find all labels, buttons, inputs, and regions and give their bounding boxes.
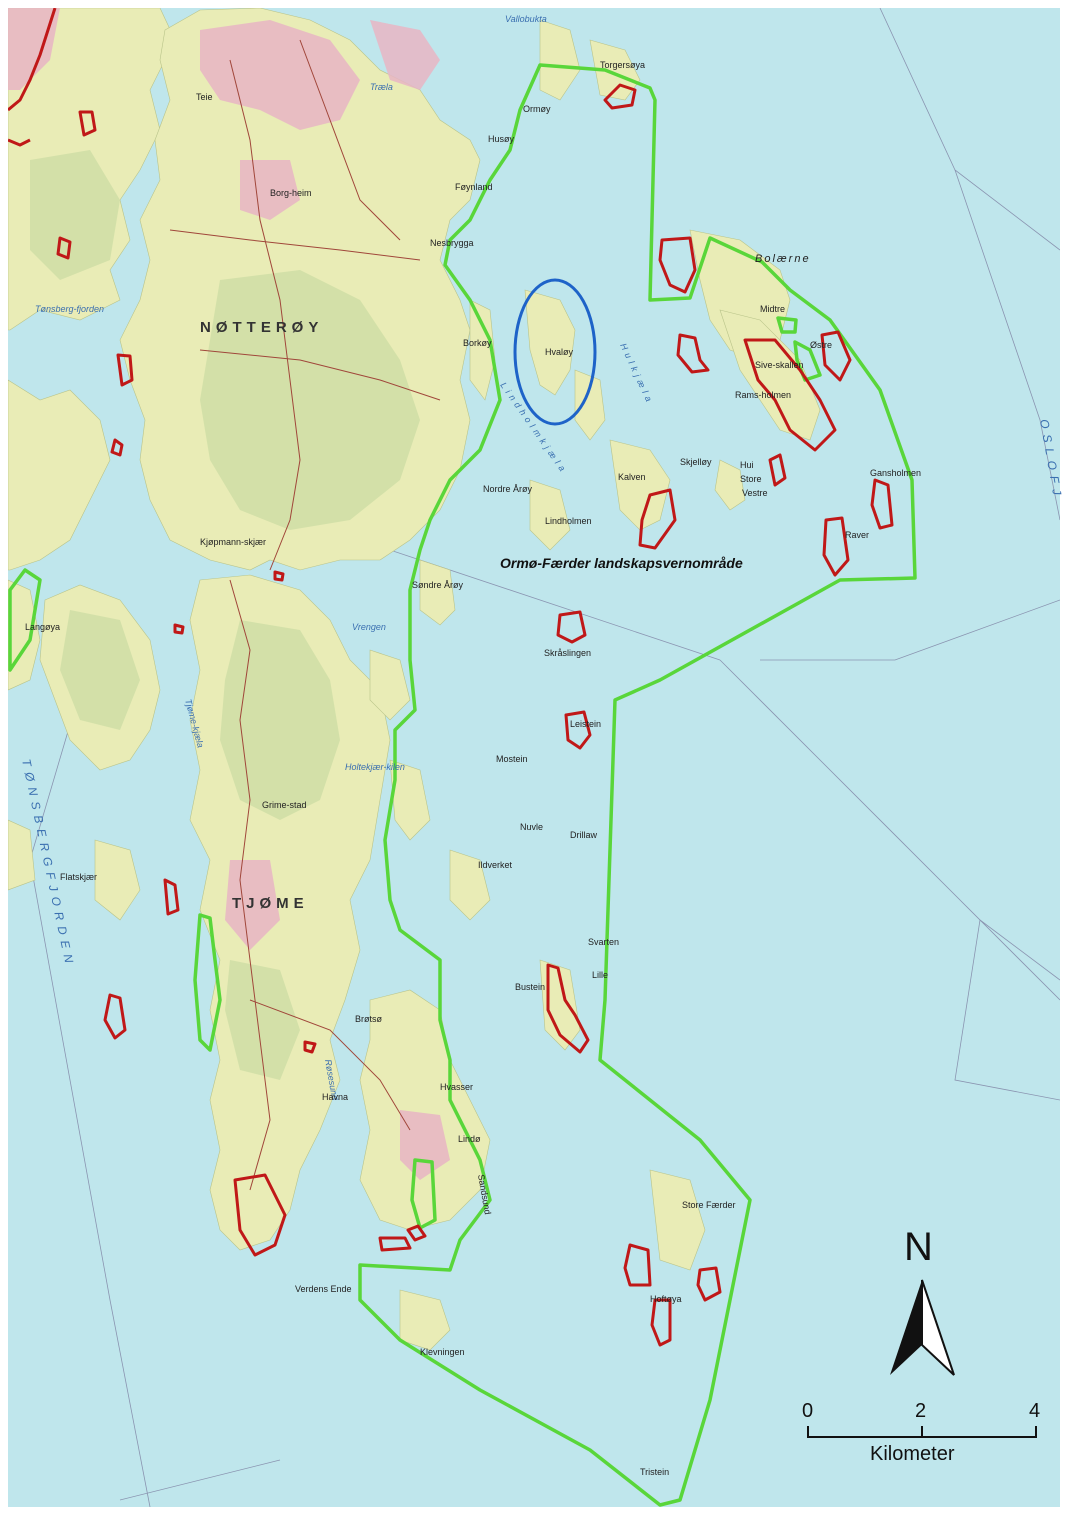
north-arrow-right-half [921,1279,955,1376]
label-tonsberg-fjorden: Tønsberg-fjorden [35,304,104,314]
label-langoya: Langøya [25,622,60,632]
label-hvasser: Hvasser [440,1082,473,1092]
label-svarten: Svarten [588,937,619,947]
label-borkoy: Borkøy [463,338,492,348]
label-torgersoya: Torgersøya [600,60,645,70]
label-flatskjaer: Flatskjær [60,872,97,882]
label-midtre: Midtre [760,304,785,314]
north-arrow: N [890,1225,955,1376]
label-havna: Havna [322,1092,348,1102]
protected-area-label: Ormø-Færder landskapsvernområde [500,555,743,571]
label-nuvle: Nuvle [520,822,543,832]
label-klevningen: Klevningen [420,1347,465,1357]
label-store: Store [740,474,762,484]
scale-bar: 0 2 4 Kilometer [802,1400,1040,1465]
label-nordre-aroy: Nordre Årøy [483,484,533,494]
label-hoftova: Hoftøya [650,1294,682,1304]
label-notteroy: NØTTERØY [200,319,323,336]
label-sondre-aroy: Søndre Årøy [412,580,464,590]
label-vallobukta: Vallobukta [505,14,547,24]
label-husoy: Husøy [488,134,515,144]
label-ostre: Østre [810,340,832,350]
label-ramsholmen: Rams-holmen [735,390,791,400]
scale-tick-4: 4 [1029,1400,1040,1422]
label-bustein: Bustein [515,982,545,992]
label-teie: Teie [196,92,213,102]
label-vrengen: Vrengen [352,622,386,632]
label-store-faerder: Store Færder [682,1200,736,1210]
label-raver: Raver [845,530,869,540]
highlight-ellipse[interactable] [513,278,597,426]
label-grimestad: Grime-stad [262,800,307,810]
label-lindholmen: Lindholmen [545,516,592,526]
label-sive-skallen: Sive-skallen [755,360,804,370]
label-kalven: Kalven [618,472,646,482]
label-borgheim: Borg-heim [270,188,312,198]
urban-areas [8,8,450,1180]
label-skraslingen: Skråslingen [544,648,591,658]
scale-tick-2: 2 [915,1400,926,1422]
north-label: N [904,1225,933,1269]
label-mostein: Mostein [496,754,528,764]
scale-unit: Kilometer [870,1443,955,1465]
label-drillaw: Drillaw [570,830,598,840]
label-hvaloy: Hvaløy [545,347,574,357]
label-foynland: Føynland [455,182,493,192]
label-nesbrygga: Nesbrygga [430,238,474,248]
label-brotso: Brøtsø [355,1014,382,1024]
scale-tick-0: 0 [802,1400,813,1422]
label-traela: Træla [370,82,393,92]
label-vestre: Vestre [742,488,768,498]
label-ildverket: Ildverket [478,860,513,870]
forest-areas [30,150,420,1080]
label-ormoy: Ormøy [523,104,551,114]
label-tjome: TJØME [232,895,309,912]
label-kjopmannskjaer: Kjøpmann-skjær [200,537,266,547]
label-lille: Lille [592,970,608,980]
north-arrow-left-half [890,1280,922,1375]
label-gansholmen: Gansholmen [870,468,921,478]
label-leistein: Leistein [570,719,601,729]
label-verdens-ende: Verdens Ende [295,1284,352,1294]
nature-reserves[interactable] [8,8,894,1347]
label-tristein: Tristein [640,1467,669,1477]
label-hui: Hui [740,460,754,470]
protected-area-boundary[interactable] [8,63,917,1507]
roads [169,39,441,1191]
label-holtekjaer: Holtekjær-kilen [345,762,405,772]
label-bolaerne: Bolærne [755,253,811,265]
label-skjelloy: Skjelløy [680,457,712,467]
label-lindo: Lindø [458,1134,481,1144]
